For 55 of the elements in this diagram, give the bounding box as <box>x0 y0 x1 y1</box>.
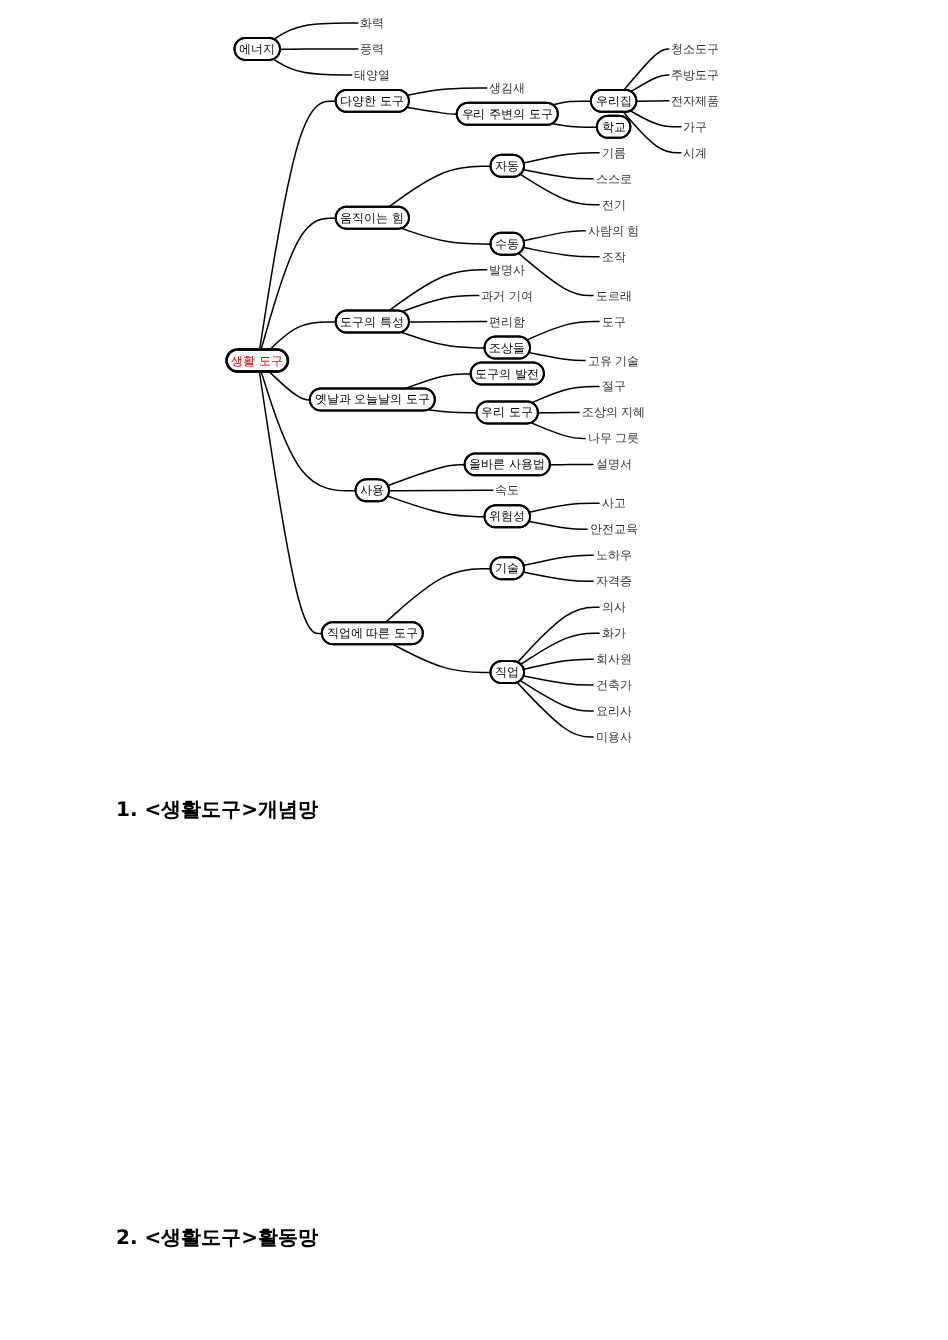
connector <box>392 643 492 674</box>
connector <box>552 100 593 106</box>
connector <box>387 464 466 487</box>
connector <box>387 268 489 312</box>
connector <box>428 409 478 414</box>
connector <box>530 385 601 404</box>
connector <box>260 371 357 492</box>
connector <box>523 675 595 686</box>
connector <box>401 331 486 349</box>
connector <box>636 100 671 103</box>
connector <box>528 351 587 362</box>
connector <box>528 520 589 531</box>
connector <box>523 229 587 242</box>
connector <box>523 658 595 670</box>
connector <box>406 106 458 116</box>
connector <box>401 294 481 313</box>
connector <box>516 682 595 738</box>
connector <box>268 321 337 351</box>
connector <box>258 371 324 635</box>
connector <box>523 554 595 567</box>
connector <box>258 100 337 351</box>
connector <box>384 567 492 624</box>
connector <box>552 123 599 129</box>
connector <box>518 252 595 297</box>
connector <box>273 58 354 76</box>
connector <box>523 152 601 164</box>
connector <box>630 74 671 93</box>
connector <box>528 502 601 513</box>
connector <box>520 680 595 712</box>
connector <box>403 373 472 390</box>
connector <box>530 422 587 440</box>
connector <box>622 111 683 154</box>
connector <box>279 48 360 51</box>
connector <box>523 246 601 258</box>
connector <box>520 632 601 666</box>
connector <box>523 168 595 180</box>
connector <box>260 217 337 351</box>
connector <box>526 320 601 341</box>
connector <box>549 463 595 466</box>
connector <box>408 320 489 323</box>
connector <box>630 110 683 128</box>
connector <box>388 489 495 492</box>
section-heading: 1. <생활도구>개념망 <box>116 798 318 824</box>
connector <box>523 571 595 582</box>
connector <box>520 173 601 206</box>
connector <box>406 87 489 96</box>
connector <box>273 22 360 41</box>
connector <box>622 48 671 92</box>
connector <box>516 606 601 664</box>
connector <box>401 227 492 245</box>
connector <box>537 411 581 414</box>
connector <box>387 165 492 208</box>
connector <box>268 371 312 401</box>
connector <box>387 495 486 518</box>
section-heading: 2. <생활도구>활동망 <box>116 1226 318 1252</box>
